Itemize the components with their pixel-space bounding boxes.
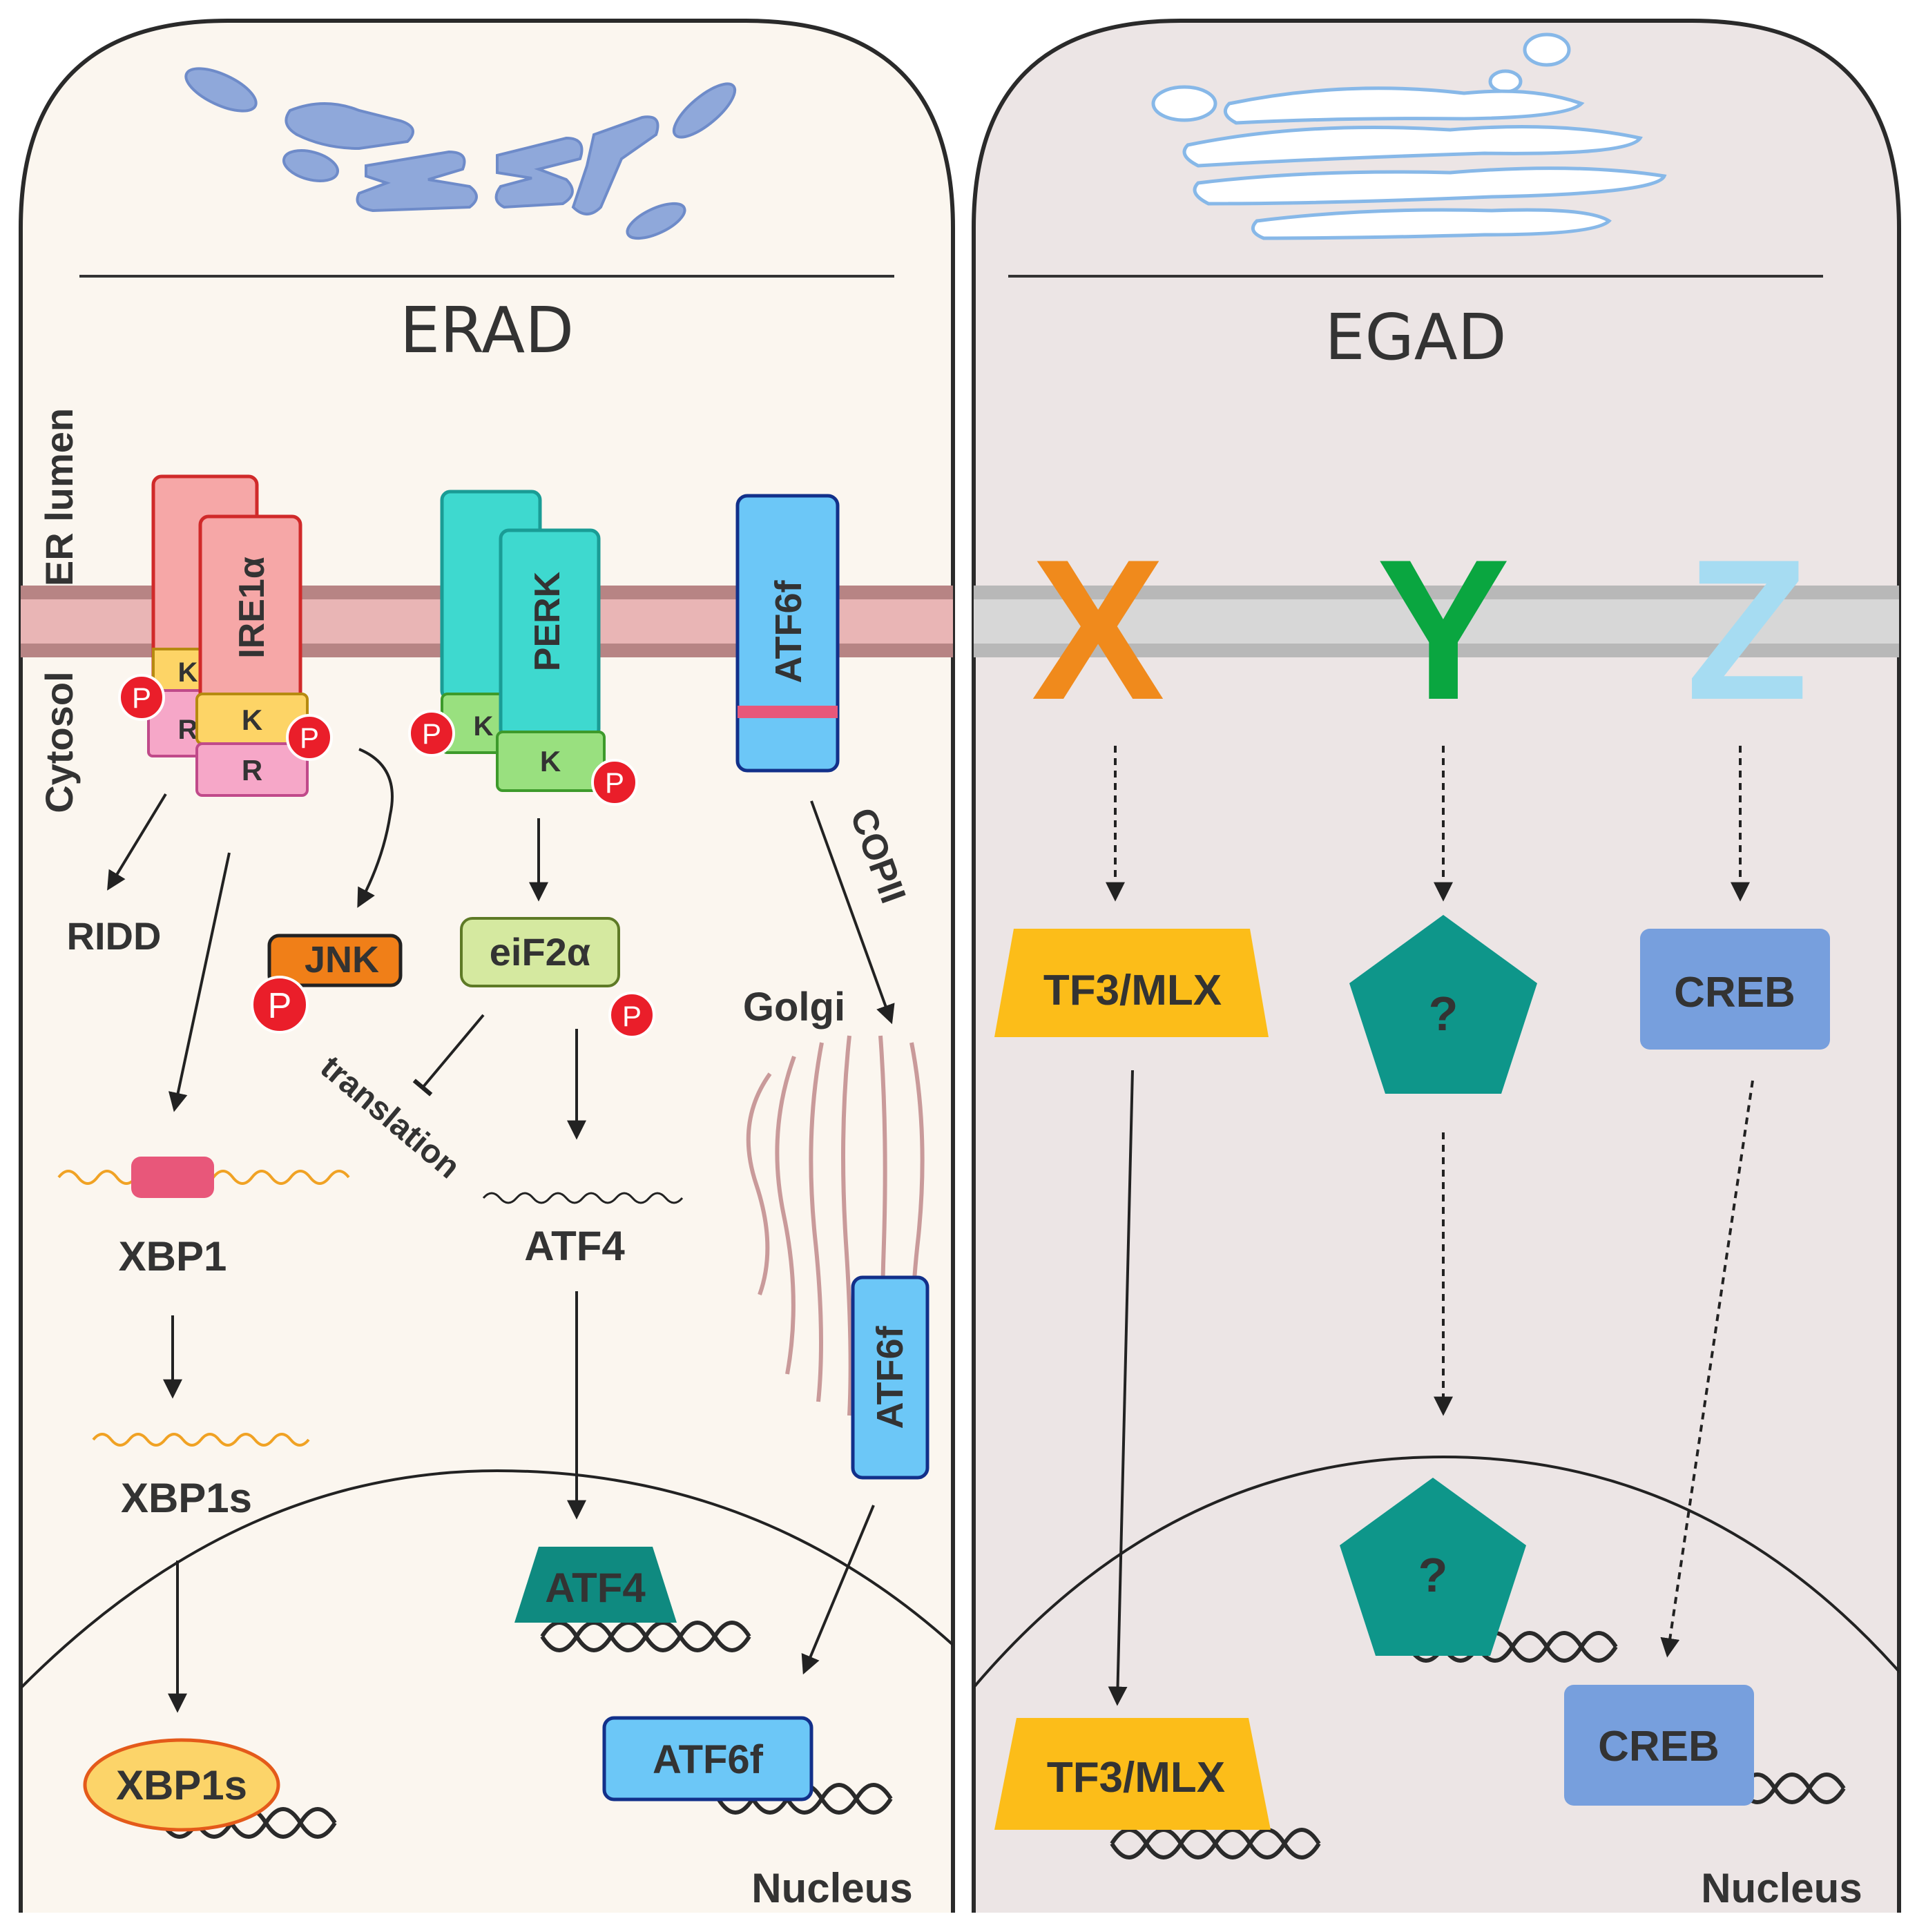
atf4-mrna-label: ATF4 <box>524 1223 625 1269</box>
cytosol-label: Cytosol <box>37 671 81 813</box>
atf6f-nucleus-label: ATF6f <box>653 1737 764 1782</box>
perk-phospho-1: P <box>422 717 441 750</box>
ire1-kinase-label: K <box>242 704 262 736</box>
sensor-y-label: Y <box>1376 518 1510 742</box>
left-nuclear-envelope <box>21 1469 953 1741</box>
atf6-label: ATF6f <box>768 580 809 684</box>
xbp1s-tf: XBP1s <box>83 1738 280 1832</box>
perk-phospho-2: P <box>605 766 624 799</box>
unknown-factor-cyto: ? <box>1349 915 1537 1094</box>
atf6-receptor: ATF6f <box>735 494 840 773</box>
tf3-nuc-label: TF3/MLX <box>1047 1754 1225 1801</box>
er-lumen-label: ER lumen <box>37 408 81 586</box>
erad-title: ERAD <box>400 293 574 367</box>
ire1-phospho-2: P <box>300 722 319 754</box>
golgi-organelle-icon <box>1151 32 1667 240</box>
er-organelle-icon <box>184 67 737 240</box>
arrow-atf6f-nucleus <box>801 1505 875 1675</box>
atf6f-nucleus-node: ATF6f <box>602 1716 813 1801</box>
erad-panel: ERAD ER lumen Cytosol K R K R IRE1α P P <box>19 19 955 1913</box>
arrow-atf6-golgi <box>810 800 895 1025</box>
arrow-ire1-ridd <box>107 793 167 891</box>
unknown-cyto-label: ? <box>1429 987 1458 1041</box>
jnk-phospho: P <box>268 986 292 1026</box>
eif2a-label: eiF2α <box>490 930 590 974</box>
atf4-tf: ATF4 <box>514 1547 677 1623</box>
creb-nuc-label: CREB <box>1598 1723 1719 1770</box>
svg-text:K: K <box>178 657 198 688</box>
golgi-membrane <box>974 586 1899 657</box>
jnk-node: JNK P <box>251 934 403 1034</box>
sensor-z-label: Z <box>1686 518 1808 742</box>
ire1-label: IRE1α <box>232 557 272 659</box>
unknown-factor-nucleus: ? <box>1340 1478 1526 1656</box>
ire1-dimer: K R K R IRE1α P P <box>118 474 333 797</box>
arrow-ire1-jnk <box>357 748 394 908</box>
svg-text:K: K <box>474 711 494 742</box>
sensor-x-label: X <box>1031 518 1166 742</box>
arrow-creb-nucleus <box>1660 1080 1754 1658</box>
xbp1s-mrna-label: XBP1s <box>121 1475 252 1521</box>
arrow-tf3-nucleus <box>1108 1070 1134 1706</box>
dna-helix-tf3 <box>1110 1828 1321 1859</box>
atf4-mrna: ATF4 <box>482 1192 684 1269</box>
creb-cyto: CREB <box>1640 929 1830 1050</box>
ire1-phospho-1: P <box>132 682 151 714</box>
perk-dimer: K K PERK P P <box>408 490 638 806</box>
arrow-ire1-xbp1 <box>168 852 231 1112</box>
creb-cyto-label: CREB <box>1674 969 1795 1016</box>
left-nucleus-label: Nucleus <box>751 1865 912 1911</box>
xbp1-mrna: XBP1 <box>57 1157 350 1279</box>
xbp1s-mrna: XBP1s <box>92 1433 310 1521</box>
xbp1s-tf-label: XBP1s <box>116 1762 247 1808</box>
tf3-cyto-label: TF3/MLX <box>1043 967 1222 1014</box>
xbp1-label: XBP1 <box>119 1233 227 1279</box>
ire1-rnase-label: R <box>242 754 262 786</box>
eif2a-phospho: P <box>622 1000 642 1032</box>
svg-text:R: R <box>178 715 198 745</box>
perk-label: PERK <box>528 571 568 671</box>
jnk-label: JNK <box>305 939 379 981</box>
dna-helix-atf4 <box>540 1621 751 1652</box>
eif2a-node: eiF2α P <box>460 917 655 1039</box>
creb-nucleus: CREB <box>1564 1685 1754 1806</box>
unknown-nuc-label: ? <box>1418 1548 1448 1602</box>
perk-kinase-label: K <box>540 745 561 777</box>
right-nucleus-label: Nucleus <box>1701 1865 1862 1911</box>
atf4-tf-label: ATF4 <box>545 1565 646 1611</box>
atf6f-golgi-label: ATF6f <box>869 1326 911 1429</box>
inhibit-translation <box>412 1014 485 1097</box>
egad-title: EGAD <box>1324 300 1506 374</box>
right-nuclear-envelope <box>974 1455 1899 1741</box>
ridd-label: RIDD <box>67 914 162 958</box>
egad-panel: EGAD X Y Z TF3/MLX ? CREB <box>972 19 1901 1913</box>
golgi-label: Golgi <box>743 985 845 1030</box>
atf6f-golgi-node: ATF6f <box>851 1275 929 1480</box>
tf3-mlx-cyto: TF3/MLX <box>994 929 1269 1037</box>
tf3-mlx-nucleus: TF3/MLX <box>994 1718 1271 1830</box>
